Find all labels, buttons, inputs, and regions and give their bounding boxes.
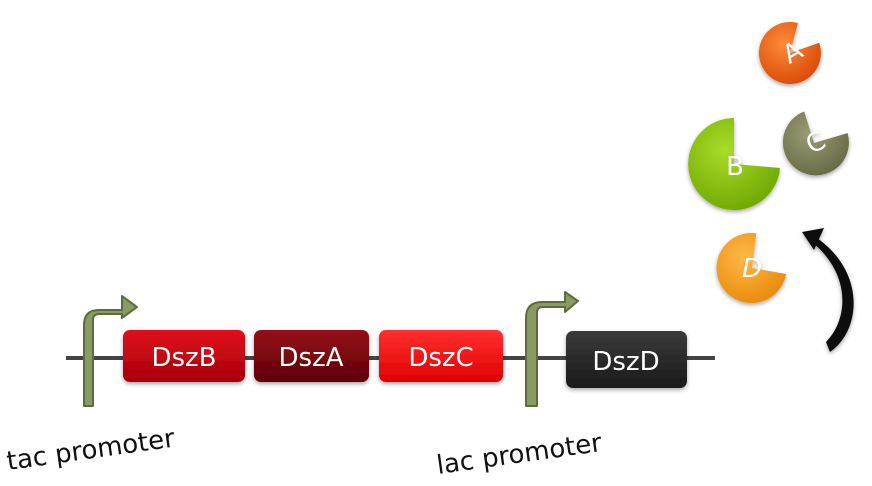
protein-b-label: B	[726, 152, 744, 182]
gene-dszd: DszD	[566, 331, 687, 388]
lac-promoter-label: lac promoter	[435, 428, 604, 481]
gene-dszc-label: DszC	[408, 343, 473, 373]
gene-dszb-label: DszB	[151, 343, 216, 373]
gene-dsza-label: DszA	[279, 343, 344, 373]
curved-arrow-icon	[802, 228, 854, 352]
gene-dszb: DszB	[123, 330, 245, 382]
lac-promoter-arrow-icon	[525, 291, 579, 407]
protein-d: D	[716, 232, 786, 303]
gene-dszd-label: DszD	[592, 347, 659, 377]
gene-dsza: DszA	[254, 330, 369, 382]
tac-promoter-arrow-icon	[83, 295, 138, 407]
protein-d-label: D	[742, 254, 762, 284]
gene-dszc: DszC	[379, 330, 503, 382]
protein-c: C	[782, 111, 849, 176]
protein-a: A	[758, 21, 821, 84]
protein-b: B	[688, 118, 780, 210]
tac-promoter-label: tac promoter	[5, 424, 177, 477]
